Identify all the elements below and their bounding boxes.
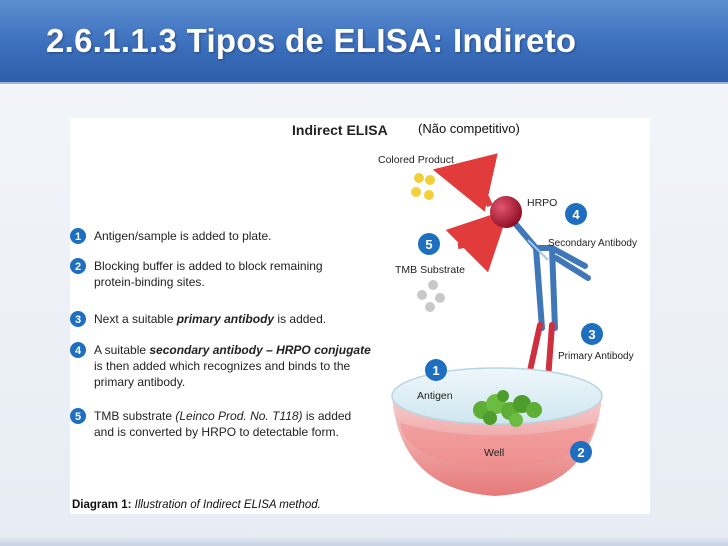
badge-number: 4 — [572, 207, 580, 222]
colored-product-label: Colored Product — [378, 154, 454, 166]
primary-antibody-label: Primary Antibody — [558, 351, 634, 362]
slide-title: 2.6.1.1.3 Tipos de ELISA: Indireto — [46, 22, 577, 59]
product-dot — [424, 190, 434, 200]
hrpo-label: HRPO — [527, 197, 557, 209]
step-4-text: is then added which recognizes and binds… — [94, 359, 350, 373]
svg-text:4: 4 — [75, 345, 82, 357]
step-2-text: protein-binding sites. — [94, 275, 205, 289]
step-badge-1: 1 — [70, 228, 86, 244]
secondary-antibody — [510, 218, 591, 331]
title-bar: 2.6.1.1.3 Tipos de ELISA: Indireto — [0, 0, 728, 84]
step-badge-5: 5 — [70, 408, 86, 424]
tmb-dots — [417, 280, 445, 312]
step-badge-2: 2 — [70, 258, 86, 274]
step-list: 1 Antigen/sample is added to plate. 2 Block… — [70, 228, 371, 439]
badge-secondary: 4 — [565, 203, 587, 225]
badge-number: 5 — [425, 237, 432, 252]
tmb-substrate-label: TMB Substrate — [395, 264, 465, 276]
tmb-dot — [428, 280, 438, 290]
caption-bold: Diagram 1: — [72, 499, 131, 511]
svg-text:3: 3 — [75, 314, 81, 326]
svg-text:1: 1 — [75, 231, 81, 243]
badge-well: 2 — [570, 441, 592, 463]
antigen-label: Antigen — [417, 390, 453, 402]
antigen-cluster — [473, 390, 542, 427]
step-2-text: Blocking buffer is added to block remain… — [94, 259, 323, 273]
step-3-text: Next a suitable primary antibody is adde… — [94, 312, 326, 326]
tmb-dot — [417, 290, 427, 300]
caption-text: Illustration of Indirect ELISA method. — [131, 499, 320, 511]
diagram-heading: Indirect ELISA — [292, 122, 388, 138]
step-1-text: Antigen/sample is added to plate. — [94, 229, 271, 243]
svg-text:2: 2 — [75, 261, 81, 273]
well-label: Well — [484, 447, 504, 459]
substrate-arrow — [445, 208, 510, 273]
secondary-antibody-highlight — [527, 239, 549, 261]
badge-primary: 3 — [581, 323, 603, 345]
step-4-text: A suitable secondary antibody – HRPO con… — [94, 343, 371, 357]
svg-text:5: 5 — [75, 411, 81, 423]
colored-product-dots — [411, 173, 435, 200]
product-arrow — [432, 153, 498, 212]
diagram-subheading: (Não competitivo) — [418, 121, 520, 136]
badge-number: 3 — [588, 327, 595, 342]
bottom-bar — [0, 538, 728, 546]
badge-number: 1 — [432, 363, 439, 378]
badge-antigen: 1 — [425, 359, 447, 381]
product-dot — [414, 173, 424, 183]
step-5-text: TMB substrate (Leinco Prod. No. T118) is… — [94, 409, 351, 423]
plate-well — [391, 367, 603, 496]
step-badge-3: 3 — [70, 311, 86, 327]
hrpo-enzyme — [490, 196, 522, 228]
badge-substrate: 5 — [418, 233, 440, 255]
product-dot — [411, 187, 421, 197]
step-4-text: primary antibody. — [94, 375, 185, 389]
secondary-antibody-label: Secondary Antibody — [548, 238, 637, 249]
diagram-caption: Diagram 1: Illustration of Indirect ELIS… — [72, 499, 321, 511]
tmb-dot — [435, 293, 445, 303]
product-dot — [425, 175, 435, 185]
tmb-dot — [425, 302, 435, 312]
badge-number: 2 — [577, 445, 584, 460]
step-badge-4: 4 — [70, 342, 86, 358]
step-5-text: and is converted by HRPO to detectable f… — [94, 425, 339, 439]
